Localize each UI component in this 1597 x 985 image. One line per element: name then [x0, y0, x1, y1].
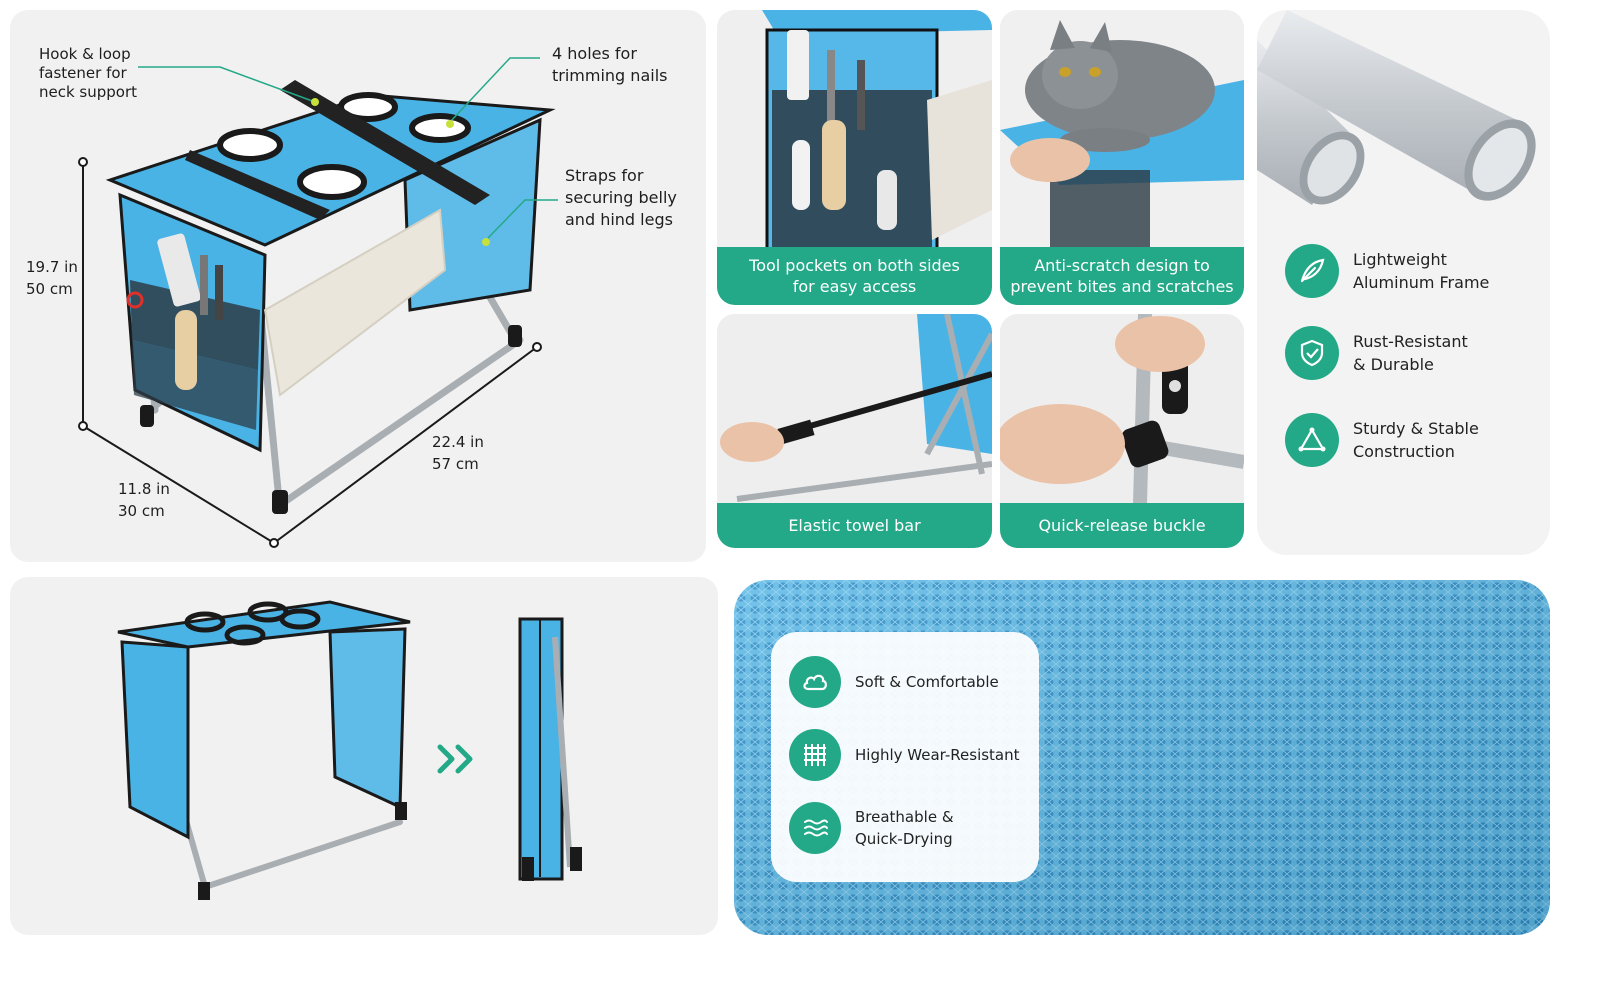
caption-towel-bar: Elastic towel bar	[717, 503, 992, 548]
tile-quick-release-buckle: Quick-release buckle	[1000, 314, 1244, 548]
fabric-features-card: Soft & Comfortable Highly Wear-Resistant…	[771, 632, 1039, 882]
cat-on-table-photo	[1000, 10, 1244, 250]
folding-demo-panel	[10, 577, 718, 935]
dimension-width: 22.4 in 57 cm	[432, 433, 484, 473]
air-flow-icon	[789, 802, 841, 854]
caption-tool-pockets: Tool pockets on both sides for easy acce…	[717, 247, 992, 305]
callout-nail-holes: 4 holes for trimming nails	[552, 44, 668, 85]
tile-tool-pockets: Tool pockets on both sides for easy acce…	[717, 10, 992, 305]
frame-features-panel: Lightweight Aluminum Frame Rust-Resistan…	[1257, 10, 1550, 555]
feature-rust-resistant: Rust-Resistant & Durable	[1285, 326, 1468, 380]
callout-straps: Straps for securing belly and hind legs	[565, 166, 677, 229]
tool-pockets-photo	[717, 10, 992, 250]
mesh-grid-icon	[789, 729, 841, 781]
caption-quick-release-buckle: Quick-release buckle	[1000, 503, 1244, 548]
fabric-feature-wear-resistant: Highly Wear-Resistant	[789, 729, 1020, 781]
triangle-icon	[1285, 413, 1339, 467]
mesh-fabric-panel: Soft & Comfortable Highly Wear-Resistant…	[734, 580, 1550, 935]
caption-anti-scratch: Anti-scratch design to prevent bites and…	[1000, 247, 1244, 305]
feature-lightweight: Lightweight Aluminum Frame	[1285, 244, 1489, 298]
folding-illustration	[117, 600, 582, 900]
grooming-table-illustration	[78, 57, 558, 548]
aluminum-tubes-photo	[1257, 10, 1536, 205]
fabric-feature-breathable: Breathable & Quick-Drying	[789, 802, 954, 854]
shield-check-icon	[1285, 326, 1339, 380]
dimension-depth: 11.8 in 30 cm	[118, 480, 170, 520]
feature-sturdy: Sturdy & Stable Construction	[1285, 413, 1479, 467]
chevrons-right-icon	[437, 744, 473, 774]
tile-anti-scratch: Anti-scratch design to prevent bites and…	[1000, 10, 1244, 305]
main-product-panel: Hook & loop fastener for neck support 4 …	[10, 10, 706, 562]
callout-hook-loop: Hook & loop fastener for neck support	[39, 45, 138, 101]
buckle-photo	[1000, 314, 1244, 504]
tile-towel-bar: Elastic towel bar	[717, 314, 992, 548]
feather-icon	[1285, 244, 1339, 298]
fabric-feature-soft: Soft & Comfortable	[789, 656, 999, 708]
cloud-icon	[789, 656, 841, 708]
dimension-height: 19.7 in 50 cm	[26, 258, 78, 298]
towel-bar-photo	[717, 314, 992, 504]
